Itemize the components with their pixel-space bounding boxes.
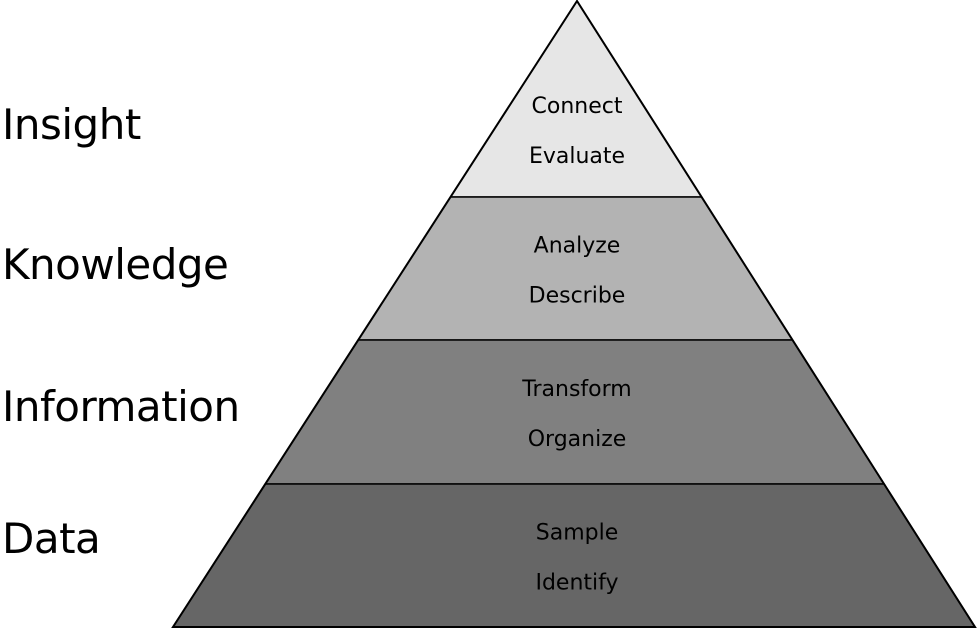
layer-action-describe: Describe <box>529 284 626 309</box>
pyramid-outline <box>171 0 977 628</box>
layer-action-organize: Organize <box>528 427 627 452</box>
level-label-knowledge: Knowledge <box>2 240 229 289</box>
pyramid-layer-information <box>263 339 886 485</box>
layer-action-evaluate: Evaluate <box>529 144 625 169</box>
layer-action-connect: Connect <box>532 94 623 119</box>
level-label-insight: Insight <box>2 100 141 149</box>
level-label-data: Data <box>2 514 101 563</box>
layer-action-sample: Sample <box>536 521 619 546</box>
pyramid-layer-knowledge <box>356 196 794 341</box>
layer-action-transform: Transform <box>521 377 631 402</box>
pyramid-layer-data <box>171 483 977 628</box>
level-label-information: Information <box>2 382 240 431</box>
layer-action-analyze: Analyze <box>534 234 621 259</box>
layer-action-identify: Identify <box>535 571 618 596</box>
